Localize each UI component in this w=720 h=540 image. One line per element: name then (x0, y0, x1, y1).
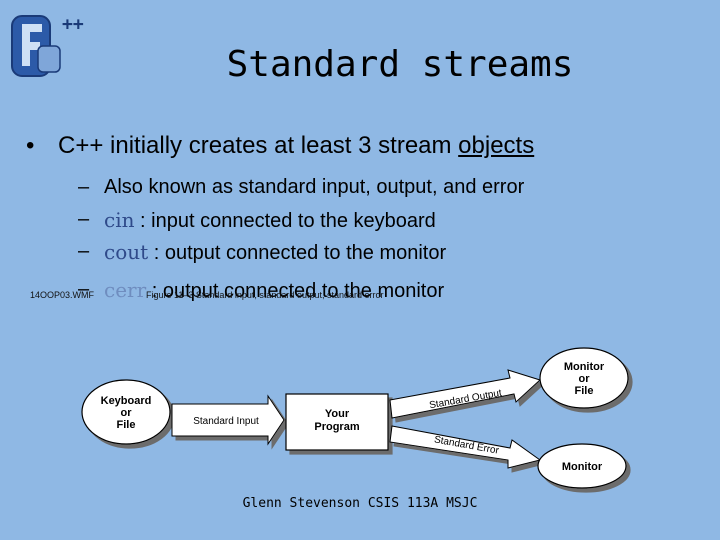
subitem-cerr: – cerr : output connected to the monitor (78, 278, 445, 303)
subitem-text: : input connected to the keyboard (134, 210, 436, 232)
monitor-or-file-node (539, 347, 629, 409)
slide-title: Standard streams (226, 44, 574, 85)
bullet-dot: • (26, 132, 35, 159)
monitor-node (537, 443, 627, 489)
keyboard-label: File (117, 419, 136, 431)
keyboard-label: or (121, 407, 133, 419)
monitor-or-file-label: or (579, 373, 591, 385)
main-bullet: • C++ initially creates at least 3 stream… (26, 132, 534, 160)
standard-output-arrow (389, 369, 541, 419)
subitem-cin: – cin : input connected to the keyboard (78, 208, 436, 233)
subitem-dash: – (78, 278, 90, 300)
subitem-dash: – (78, 208, 90, 230)
keyboard-label: Keyboard (101, 395, 152, 407)
standard-error-arrow (389, 425, 542, 469)
subitem-aka: – Also known as standard input, output, … (78, 176, 525, 199)
subitem-text: Also known as standard input, output, an… (104, 176, 525, 198)
program-label: Your (325, 408, 350, 420)
figure-filename: 14OOP03.WMF (30, 290, 95, 300)
figure-caption: Figure 11–3 Standard input, standard out… (146, 290, 384, 300)
keyboard-node (81, 379, 171, 445)
subitem-code: cin (104, 208, 135, 232)
standard-input-label: Standard Input (193, 416, 259, 427)
subitem-cout: – cout : output connected to the monitor (78, 240, 447, 265)
subitem-text: : output connected to the monitor (148, 242, 447, 264)
bullet-text: C++ initially creates at least 3 stream (58, 132, 459, 159)
standard-input-arrow (171, 394, 285, 446)
subitem-code: cout (104, 240, 149, 264)
program-node (285, 393, 389, 451)
monitor-or-file-label: Monitor (564, 361, 605, 373)
footer-credit: Glenn Stevenson CSIS 113A MSJC (242, 496, 478, 511)
streams-diagram: Keyboard or File Standard Input Your Pro… (81, 347, 629, 489)
subitem-dash: – (78, 176, 90, 198)
cpp-logo-icon: ++ (11, 14, 84, 77)
subitem-dash: – (78, 240, 90, 262)
subitem-text: : output connected to the monitor (146, 280, 445, 302)
bullet-objects-link: objects (458, 132, 535, 159)
monitor-or-file-label: File (575, 385, 594, 397)
subitem-code: cerr (104, 278, 147, 302)
monitor-label: Monitor (562, 461, 603, 473)
program-label: Program (314, 421, 359, 433)
svg-text:++: ++ (62, 14, 84, 35)
